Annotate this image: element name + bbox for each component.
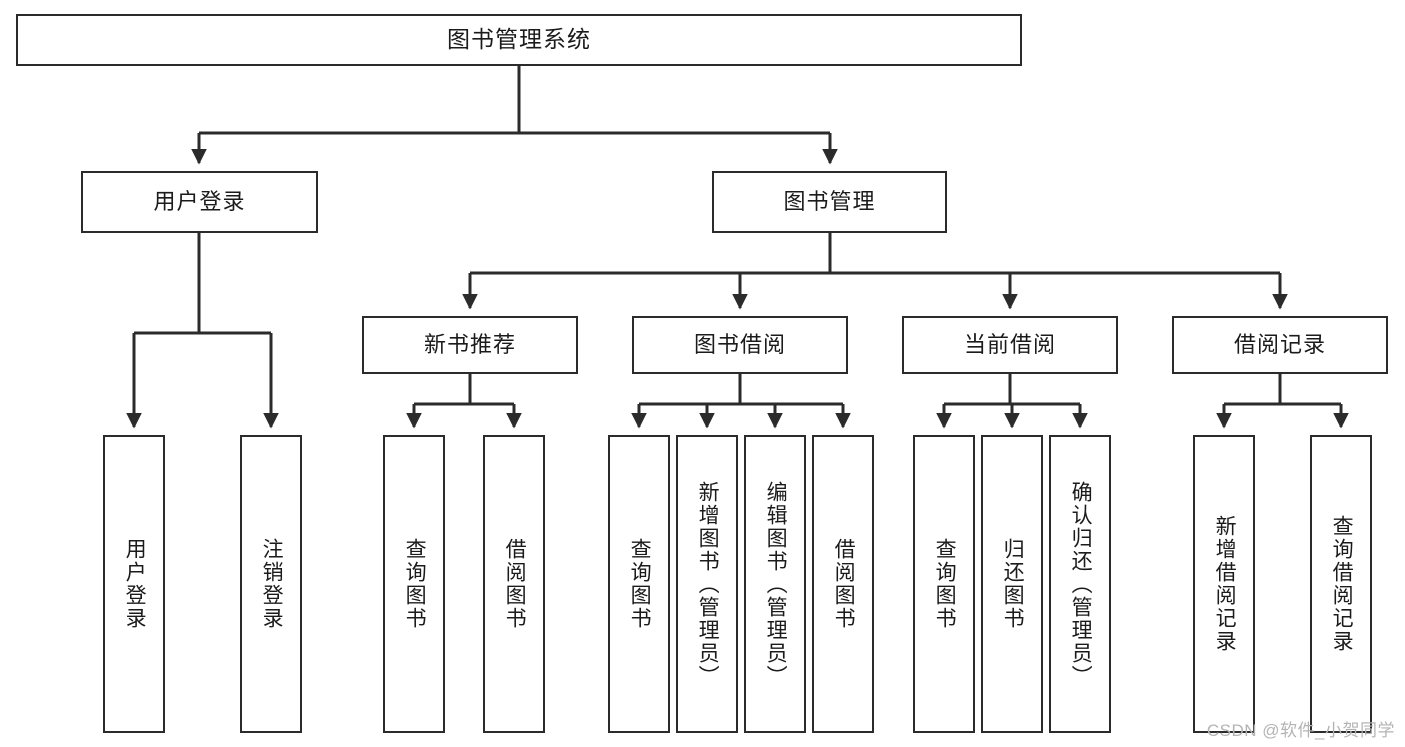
node-label: 确认归还（管理员）: [1069, 480, 1093, 688]
node-label: 新增图书（管理员）: [696, 480, 720, 688]
node-current-borrow[interactable]: 当前借阅: [902, 316, 1118, 374]
leaf-borrow-books-recommend[interactable]: 借阅图书: [483, 435, 545, 733]
node-label: 查询图书: [933, 538, 957, 630]
leaf-borrow-books[interactable]: 借阅图书: [812, 435, 874, 733]
node-root-book-management-system[interactable]: 图书管理系统: [16, 14, 1022, 66]
node-label: 借阅记录: [1233, 331, 1326, 357]
node-label: 查询图书: [403, 538, 427, 630]
node-label: 注销登录: [260, 538, 284, 630]
node-label: 用户登录: [123, 538, 147, 630]
node-label: 图书管理系统: [447, 26, 591, 53]
node-label: 借阅图书: [832, 538, 856, 630]
leaf-edit-book-admin[interactable]: 编辑图书（管理员）: [744, 435, 806, 733]
node-new-book-recommend[interactable]: 新书推荐: [362, 316, 578, 374]
watermark-text: CSDN @软件_小贺同学: [1206, 721, 1395, 740]
node-label: 新书推荐: [423, 331, 516, 357]
node-label: 归还图书: [1001, 538, 1025, 630]
node-label: 当前借阅: [963, 331, 1056, 357]
node-label: 借阅图书: [503, 538, 527, 630]
leaf-query-borrow-record[interactable]: 查询借阅记录: [1310, 435, 1372, 733]
node-label: 新增借阅记录: [1213, 515, 1237, 653]
node-label: 查询图书: [628, 538, 652, 630]
leaf-query-books-recommend[interactable]: 查询图书: [383, 435, 445, 733]
leaf-logout[interactable]: 注销登录: [240, 435, 302, 733]
leaf-add-book-admin[interactable]: 新增图书（管理员）: [676, 435, 738, 733]
leaf-query-books-current[interactable]: 查询图书: [913, 435, 975, 733]
node-label: 用户登录: [153, 188, 246, 214]
node-borrow-record[interactable]: 借阅记录: [1172, 316, 1388, 374]
leaf-confirm-return-admin[interactable]: 确认归还（管理员）: [1049, 435, 1111, 733]
node-label: 图书管理: [783, 188, 876, 214]
node-label: 图书借阅: [693, 331, 786, 357]
leaf-user-login[interactable]: 用户登录: [103, 435, 165, 733]
node-label: 查询借阅记录: [1330, 515, 1354, 653]
node-book-management[interactable]: 图书管理: [712, 171, 947, 233]
node-label: 编辑图书（管理员）: [764, 480, 788, 688]
leaf-return-books[interactable]: 归还图书: [981, 435, 1043, 733]
leaf-add-borrow-record[interactable]: 新增借阅记录: [1193, 435, 1255, 733]
leaf-query-books-borrow[interactable]: 查询图书: [608, 435, 670, 733]
node-user-login[interactable]: 用户登录: [81, 171, 318, 233]
node-book-borrow[interactable]: 图书借阅: [632, 316, 848, 374]
